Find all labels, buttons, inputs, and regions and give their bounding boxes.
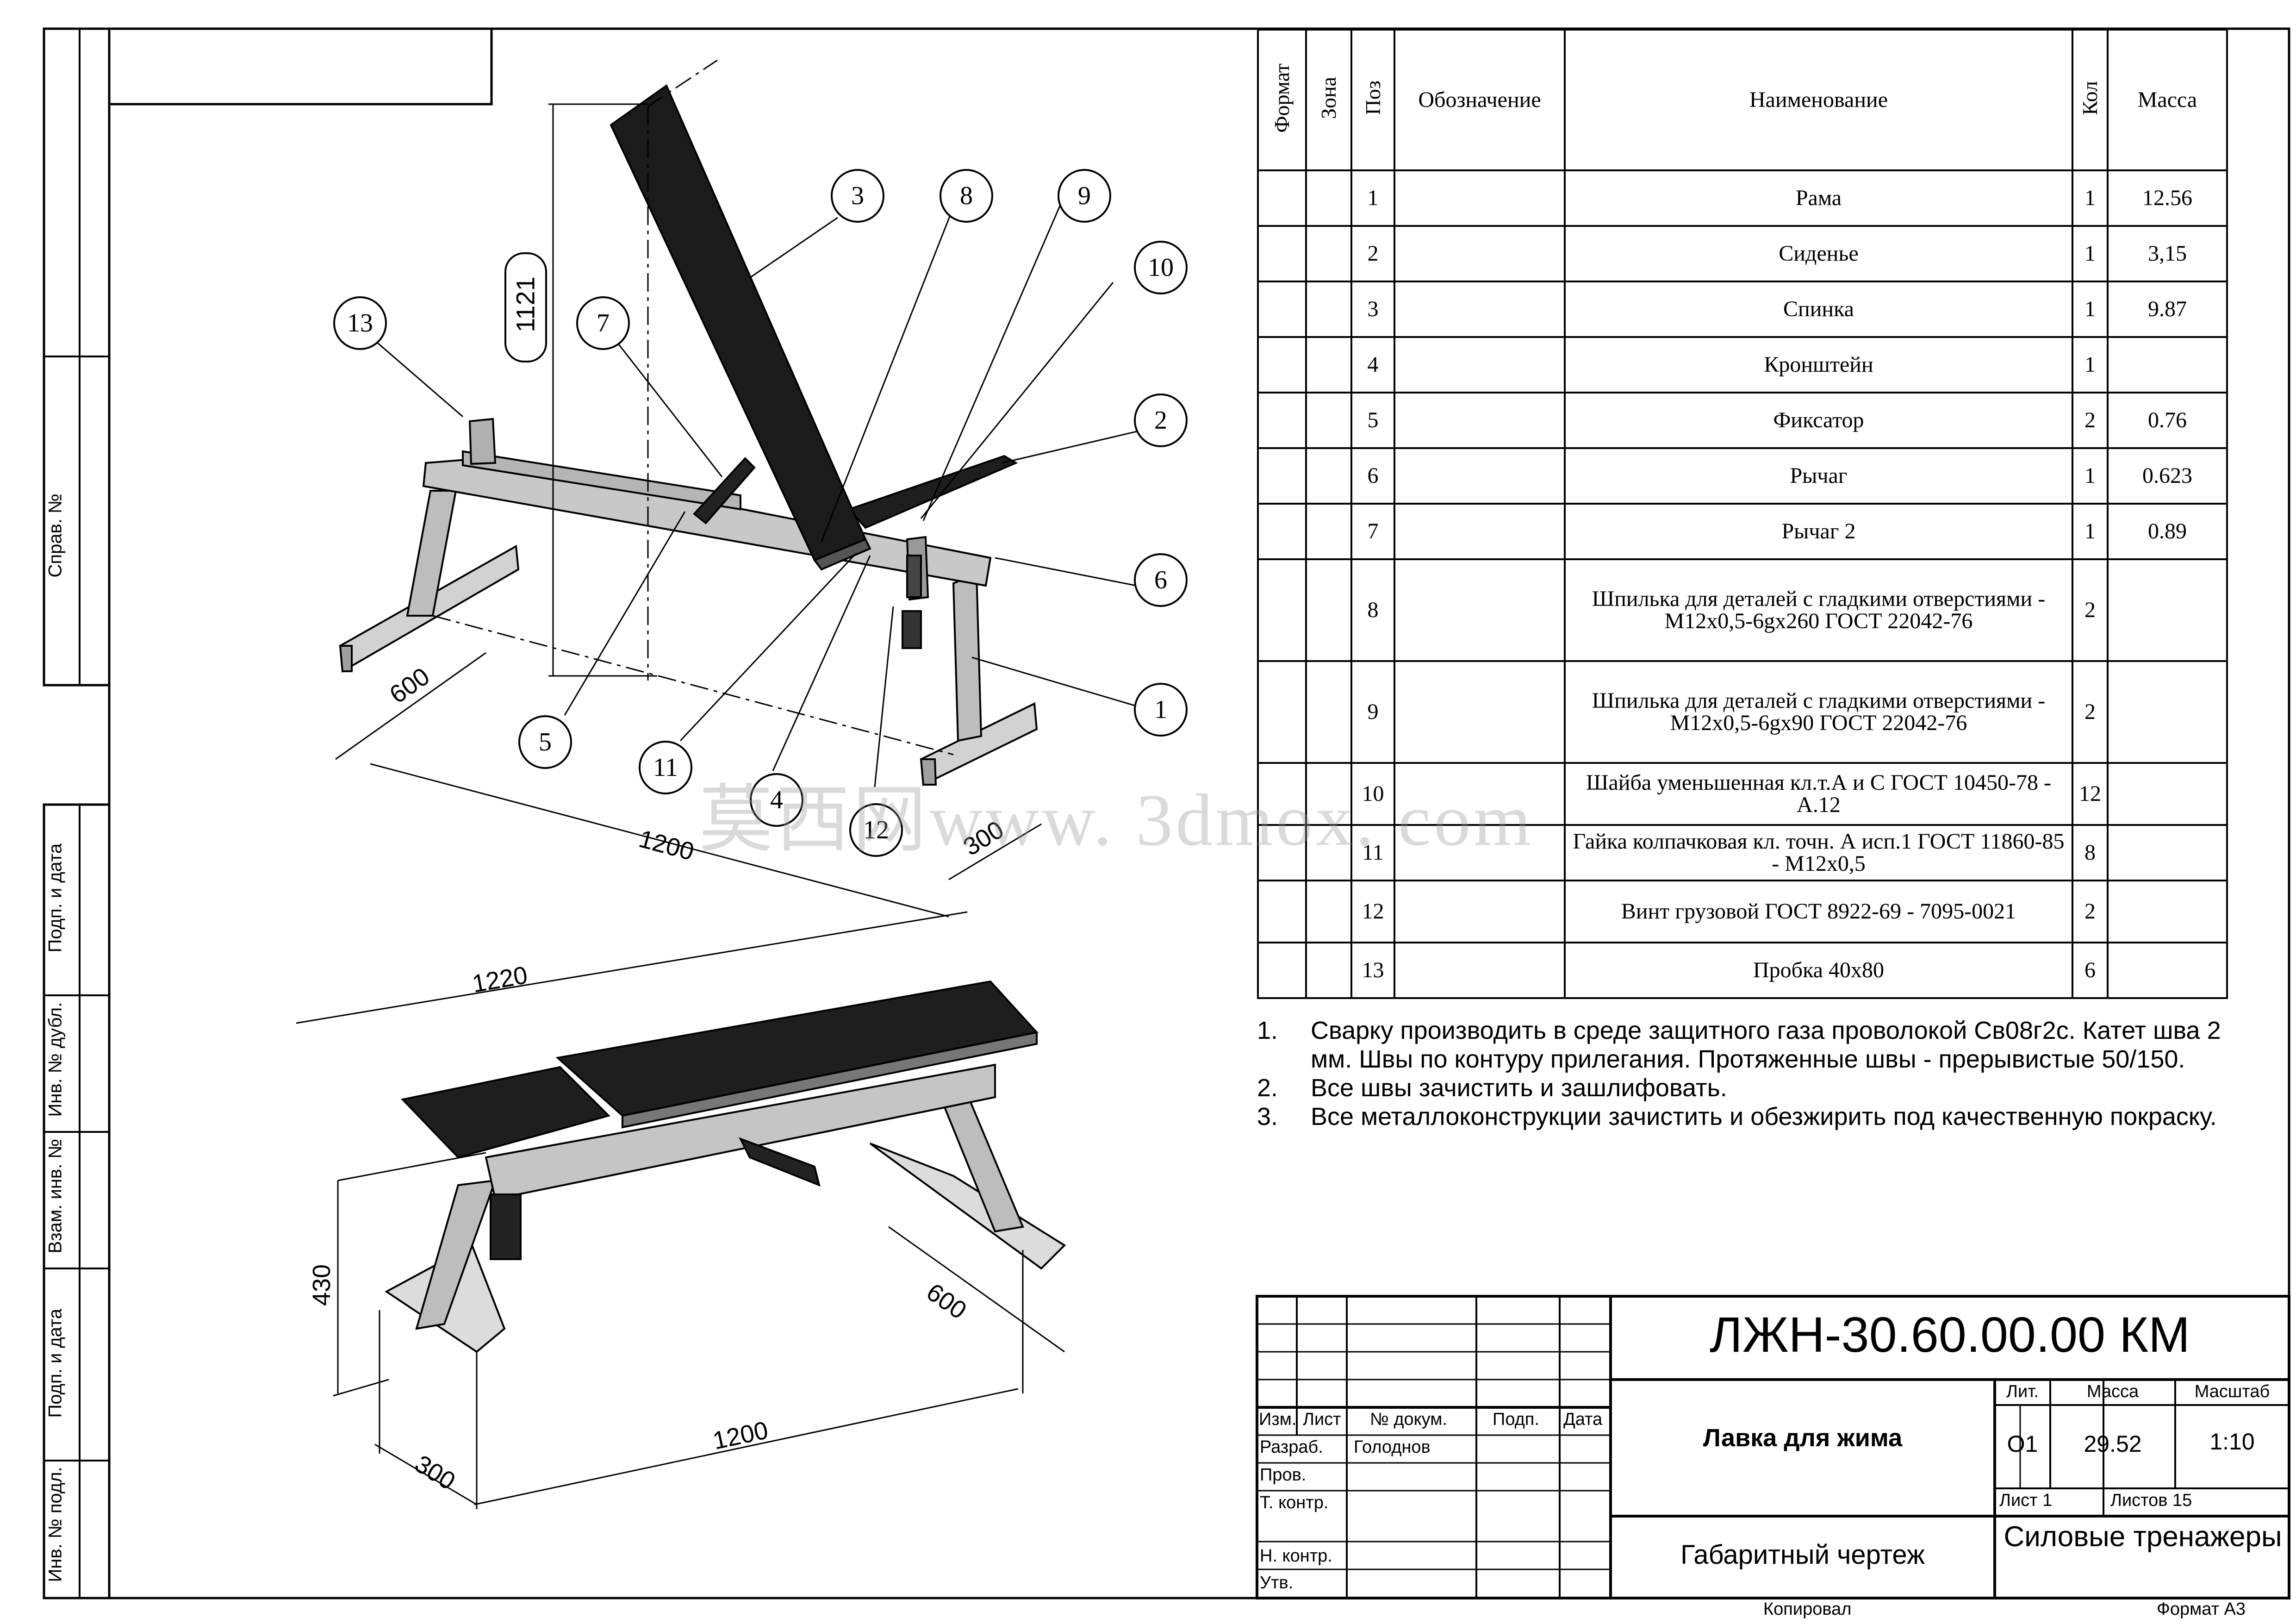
tb-row-developer: Разраб. — [1260, 1437, 1323, 1457]
spec-header-row: Формат Зона Поз Обозначение Наименование… — [1257, 29, 2228, 171]
tb-col-izm: Изм. — [1259, 1410, 1297, 1429]
tb-developer-name: Голоднов — [1354, 1437, 1431, 1457]
header-qty: Кол — [2072, 29, 2109, 171]
header-designation: Обозначение — [1394, 29, 1566, 171]
drawing-type: Габаритный чертеж — [1680, 1540, 1925, 1570]
top-view-dimension-lines — [335, 59, 1042, 918]
callout-6: 6 — [1134, 553, 1188, 607]
tb-row-norm-control: Н. контр. — [1260, 1546, 1332, 1566]
header-zone: Зона — [1305, 29, 1352, 171]
header-mass: Масса — [2107, 29, 2228, 171]
tb-lit-value: О1 — [2007, 1431, 2038, 1457]
note-item: 1.Сварку производить в среде защитного г… — [1257, 1017, 2221, 1073]
callout-8: 8 — [940, 169, 993, 223]
dim-height-box — [504, 252, 547, 362]
tb-scale-label: Масштаб — [2194, 1382, 2270, 1401]
tb-sheet-label: Лист 1 — [1999, 1491, 2053, 1510]
callout-3: 3 — [831, 169, 884, 223]
tb-col-date: Дата — [1563, 1410, 1603, 1429]
header-name: Наименование — [1564, 29, 2073, 171]
tb-row-checked: Пров. — [1260, 1465, 1307, 1485]
callout-7: 7 — [576, 296, 630, 350]
note-item: 2.Все швы зачистить и зашлифовать. — [1257, 1074, 1727, 1102]
product-name: Лавка для жима — [1703, 1424, 1903, 1452]
callout-2: 2 — [1134, 394, 1188, 447]
header-format: Формат — [1257, 29, 1307, 171]
doc-number: ЛЖН-30.60.00.00 КМ — [1710, 1306, 2190, 1362]
tb-row-approved: Утв. — [1260, 1573, 1294, 1593]
tb-sheets-label: Листов 15 — [2110, 1491, 2192, 1510]
watermark: 莫西网www. 3dmox. com — [699, 779, 1534, 861]
note-item: 3.Все металлоконструкции зачистить и обе… — [1257, 1103, 2217, 1131]
tb-col-list: Лист — [1303, 1410, 1341, 1429]
callout-11: 11 — [639, 741, 692, 794]
isometric-drawings — [296, 59, 1141, 1509]
specification-table: Формат Зона Поз Обозначение Наименование… — [1257, 29, 2228, 999]
callout-4: 4 — [750, 773, 803, 827]
callout-13: 13 — [333, 296, 387, 350]
tb-col-sign: Подп. — [1493, 1410, 1539, 1429]
copied-label: Копировал — [1763, 1599, 1852, 1619]
callout-9: 9 — [1058, 169, 1111, 223]
bottom-view-dimension-lines — [296, 911, 1065, 1509]
header-pos: Поз — [1350, 29, 1395, 171]
tb-mass-label: Масса — [2086, 1382, 2139, 1401]
tb-mass-value: 29.52 — [2084, 1431, 2142, 1457]
top-view-leader-lines — [377, 206, 1141, 787]
tb-lit-label: Лит. — [2006, 1382, 2039, 1401]
tb-col-doc: № докум. — [1370, 1410, 1447, 1429]
callout-5: 5 — [518, 715, 572, 769]
callout-10: 10 — [1134, 241, 1188, 294]
bottom-view-flat-bench — [385, 980, 1066, 1353]
callout-1: 1 — [1134, 683, 1188, 737]
tb-scale-value: 1:10 — [2209, 1429, 2255, 1455]
callout-12: 12 — [849, 803, 903, 857]
technical-notes: 1.Сварку производить в среде защитного г… — [1257, 1016, 2252, 1131]
tb-row-tech-control: Т. контр. — [1260, 1493, 1329, 1512]
company-name: Силовые тренажеры — [2004, 1521, 2282, 1553]
format-label: Формат А3 — [2157, 1599, 2246, 1619]
